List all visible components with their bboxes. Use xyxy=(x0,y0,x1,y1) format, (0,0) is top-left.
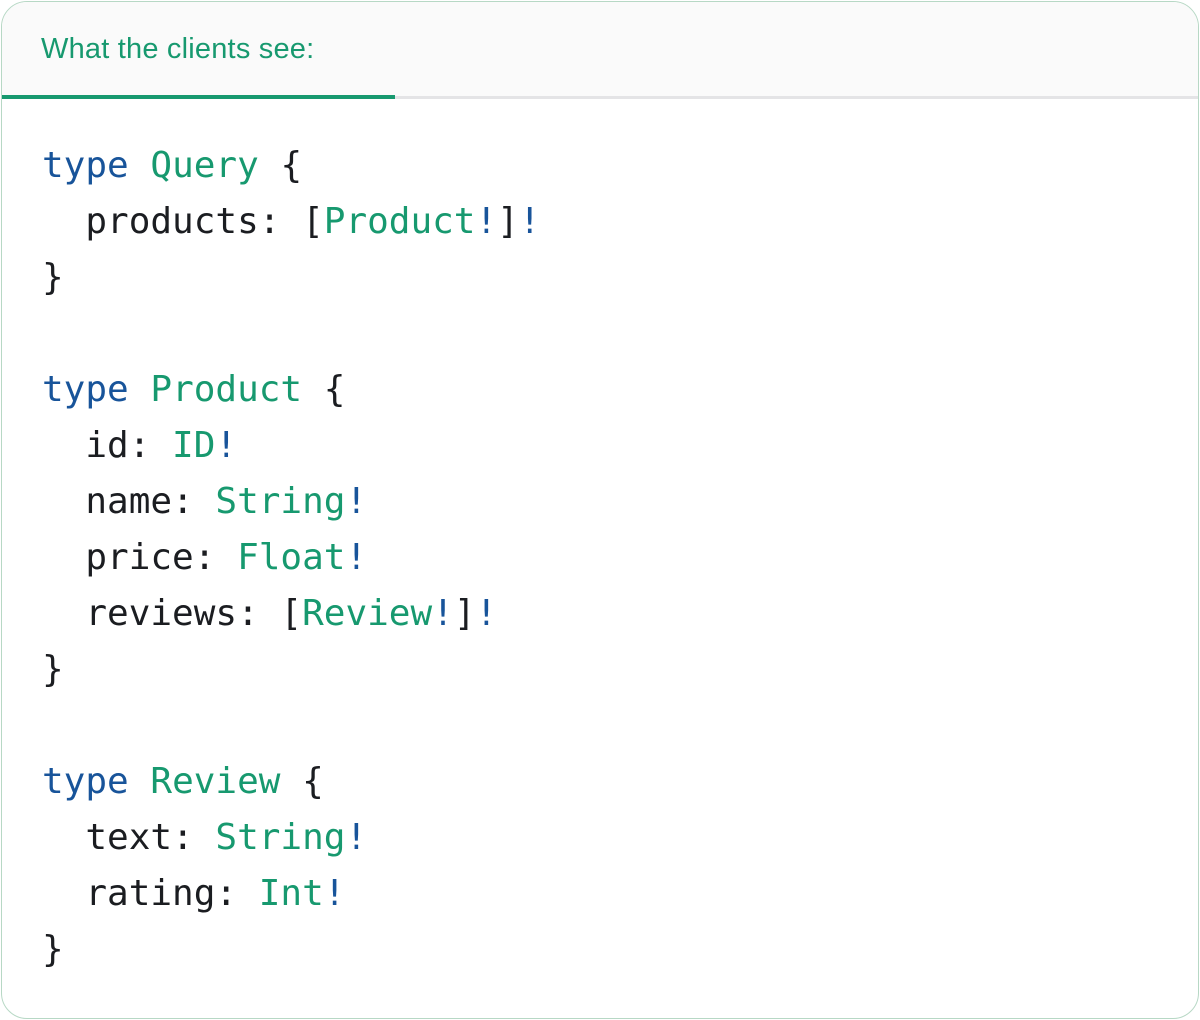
code-token-bang: ! xyxy=(345,537,368,578)
code-token-pl: } xyxy=(42,929,64,970)
code-line: id: ID! xyxy=(42,418,1178,474)
code-token-pl: ] xyxy=(497,201,519,242)
code-token-bang: ! xyxy=(432,593,454,634)
code-token-pl: reviews: [ xyxy=(42,593,303,634)
code-token-ty: Review xyxy=(302,593,433,634)
code-token-bang: ! xyxy=(215,425,238,466)
code-token-pl xyxy=(129,761,151,802)
code-token-ty: Product xyxy=(150,369,303,410)
tab-label: What the clients see: xyxy=(41,33,315,65)
code-line: text: String! xyxy=(42,810,1178,866)
code-line: } xyxy=(42,922,1178,978)
code-token-kw: type xyxy=(42,145,129,186)
code-token-kw: type xyxy=(42,761,129,802)
code-token-pl: { xyxy=(280,761,324,802)
code-token-ty: ID xyxy=(172,425,216,466)
code-line: } xyxy=(42,250,1178,306)
code-token-pl: ] xyxy=(453,593,476,634)
code-line: type Product { xyxy=(42,362,1178,418)
code-token-bang: ! xyxy=(345,817,368,858)
code-line xyxy=(42,698,1178,754)
code-token-ty: Review xyxy=(150,761,281,802)
code-token-ty: Int xyxy=(258,873,324,914)
code-token-ty: Query xyxy=(150,145,259,186)
code-token-pl: text: xyxy=(42,817,216,858)
code-token-pl: rating: xyxy=(42,873,259,914)
code-line xyxy=(42,306,1178,362)
code-token-bang: ! xyxy=(518,201,541,242)
code-token-kw: type xyxy=(42,369,129,410)
code-token-pl: { xyxy=(302,369,346,410)
code-token-ty: String xyxy=(215,481,346,522)
code-line: products: [Product!]! xyxy=(42,194,1178,250)
code-token-pl: price: xyxy=(42,537,238,578)
code-line: type Review { xyxy=(42,754,1178,810)
code-token-bang: ! xyxy=(345,481,368,522)
code-token-bang: ! xyxy=(475,593,498,634)
code-token-bang: ! xyxy=(475,201,498,242)
code-line: price: Float! xyxy=(42,530,1178,586)
code-token-ty: String xyxy=(215,817,346,858)
code-token-pl: name: xyxy=(42,481,216,522)
code-token-pl: { xyxy=(258,145,303,186)
code-token-ty: Float xyxy=(237,537,346,578)
code-block: type Query { products: [Product!]!} type… xyxy=(2,99,1198,978)
code-line: } xyxy=(42,642,1178,698)
code-token-pl: } xyxy=(42,257,64,298)
tab-clients-view[interactable]: What the clients see: xyxy=(2,2,314,96)
code-token-pl xyxy=(129,369,151,410)
code-token-pl: id: xyxy=(42,425,173,466)
code-line: type Query { xyxy=(42,138,1178,194)
code-line: reviews: [Review!]! xyxy=(42,586,1178,642)
code-token-ty: Product xyxy=(323,201,476,242)
panel-header: What the clients see: xyxy=(2,2,1198,99)
code-line: rating: Int! xyxy=(42,866,1178,922)
code-token-pl xyxy=(129,145,151,186)
code-token-pl: products: [ xyxy=(42,201,324,242)
active-tab-underline xyxy=(2,95,395,99)
code-line: name: String! xyxy=(42,474,1178,530)
code-token-pl: } xyxy=(42,649,64,690)
code-token-bang: ! xyxy=(323,873,346,914)
